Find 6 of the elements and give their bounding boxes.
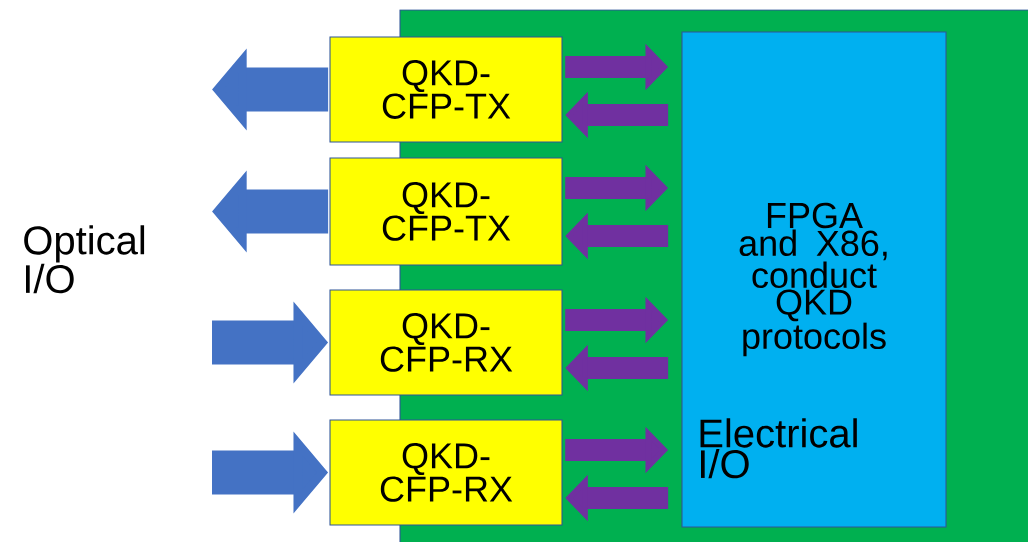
io-label: Optical I/O [24, 225, 145, 294]
module-box: QKD- CFP-TX [329, 157, 563, 266]
module-box: QKD- CFP-RX [329, 289, 563, 396]
io-label: Electrical I/O [700, 418, 857, 479]
module-box: QKD- CFP-TX [329, 36, 563, 143]
module-box: QKD- CFP-RX [329, 419, 563, 526]
